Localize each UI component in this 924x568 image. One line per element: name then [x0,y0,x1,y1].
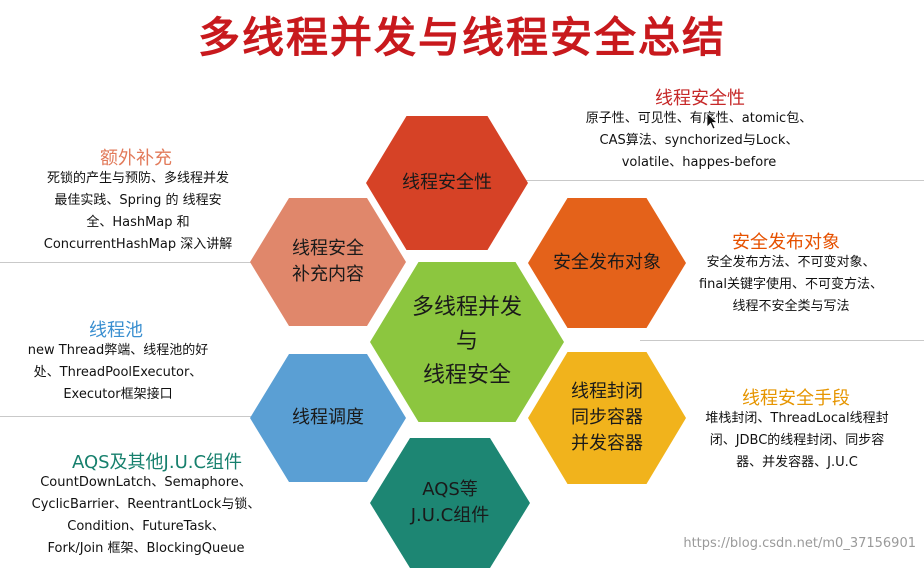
hex-thread-confinement: 线程封闭 同步容器 并发容器 [528,352,686,484]
page-title: 多线程并发与线程安全总结 [197,13,726,62]
hex-center: 多线程并发 与 线程安全 [370,262,564,422]
divider-thread-safety [510,180,924,181]
hex-thread-safety: 线程安全性 [366,116,528,250]
hex-thread-safety-label: 线程安全性 [402,172,492,193]
group-thread-pool-body: new Thread弊端、线程池的好 处、ThreadPoolExecutor、… [27,343,209,402]
hex-thread-confinement-label: 线程封闭 同步容器 并发容器 [571,381,643,454]
group-thread-pool-heading: 线程池 [89,320,143,341]
group-safe-publish-body: 安全发布方法、不可变对象、 final关键字使用、不可变方法、 线程不安全类与写… [698,255,883,314]
watermark: https://blog.csdn.net/m0_37156901 [683,536,916,551]
group-extra-heading: 额外补充 [100,148,172,169]
hex-thread-scheduling-label: 线程调度 [292,407,364,428]
divider-extra [0,262,280,263]
mouse-cursor-icon [706,112,718,130]
group-extra-body: 死锁的产生与预防、多线程并发 最佳实践、Spring 的 线程安 全、HashM… [43,171,233,252]
hex-aqs-label: AQS等 J.U.C组件 [410,479,490,526]
hex-extra-content: 线程安全 补充内容 [250,198,406,326]
hex-aqs: AQS等 J.U.C组件 [370,438,530,568]
group-thread-safe-means-body: 堆栈封闭、ThreadLocal线程封 闭、JDBC的线程封闭、同步容 器、并发… [705,411,889,470]
hex-safe-publish-label: 安全发布对象 [553,252,661,273]
divider-thread-pool [0,416,280,417]
hex-extra-content-label: 线程安全 补充内容 [292,238,364,285]
group-aqs-body: CountDownLatch、Semaphore、 CyclicBarrier、… [31,475,261,556]
group-thread-safety-heading: 线程安全性 [655,88,745,109]
hex-thread-scheduling: 线程调度 [250,354,406,482]
hex-safe-publish: 安全发布对象 [528,198,686,328]
group-thread-safety-body: 原子性、可见性、有序性、atomic包、 CAS算法、synchorized与L… [585,111,813,170]
group-thread-safe-means-heading: 线程安全手段 [742,388,850,409]
divider-safe-publish [640,340,924,341]
infographic: 多线程并发与线程安全总结 线程安全性 安全发布对象 线程封闭 同步容器 并发容器… [0,13,924,568]
group-aqs-heading: AQS及其他J.U.C组件 [71,452,243,473]
group-safe-publish-heading: 安全发布对象 [732,232,840,253]
hex-center-label: 多线程并发 与 线程安全 [411,295,522,388]
